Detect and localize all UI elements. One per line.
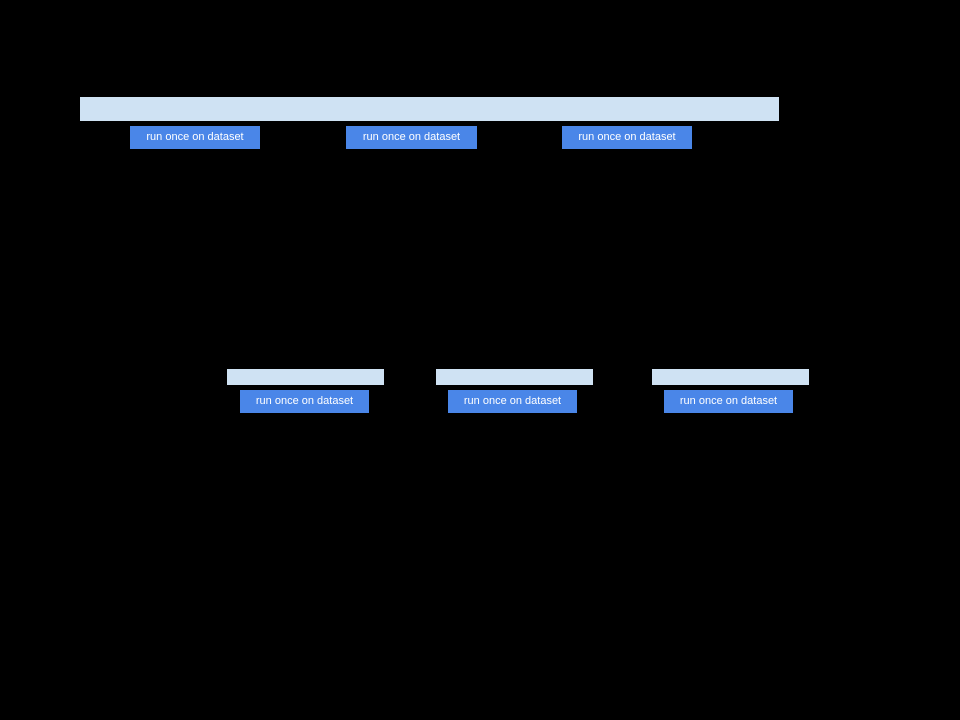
timeline-bar-top (80, 97, 779, 121)
run-once-on-dataset-button[interactable]: run once on dataset (346, 126, 477, 149)
timeline-bar-segment (436, 369, 593, 385)
run-once-on-dataset-button[interactable]: run once on dataset (664, 390, 793, 413)
run-once-on-dataset-button[interactable]: run once on dataset (130, 126, 260, 149)
timeline-bar-segment (652, 369, 809, 385)
run-once-on-dataset-button[interactable]: run once on dataset (448, 390, 577, 413)
timeline-bar-segment (227, 369, 384, 385)
run-once-on-dataset-button[interactable]: run once on dataset (240, 390, 369, 413)
run-once-on-dataset-button[interactable]: run once on dataset (562, 126, 692, 149)
